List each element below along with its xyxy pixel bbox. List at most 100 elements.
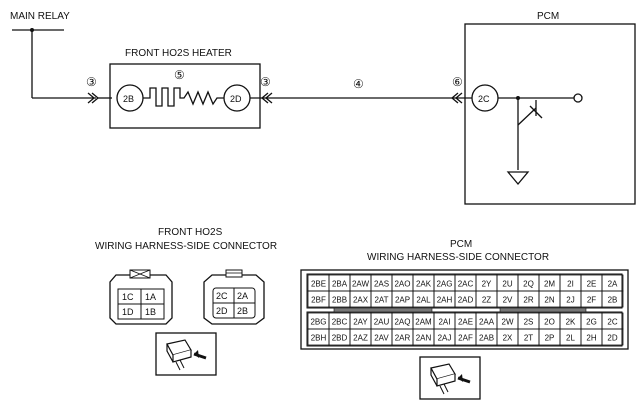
front-connector-right: 2C 2A 2D 2B [203, 269, 265, 325]
pcm-pin-label: 2AI [438, 318, 450, 327]
pcm-pin-label: 2AC [458, 280, 474, 289]
front-conn-title-2: WIRING HARNESS-SIDE CONNECTOR [95, 241, 277, 252]
callout-3-left: ③ [86, 75, 97, 89]
pcm-pin-label: 2AG [436, 280, 452, 289]
heater-box [109, 63, 261, 129]
main-relay-label: MAIN RELAY [10, 11, 70, 22]
pcm-pin-cell [601, 328, 624, 346]
pin-1c: 1C [122, 292, 134, 302]
pcm-pin-label: 2P [545, 334, 555, 343]
connector-symbol-pcm [450, 92, 463, 104]
pcm-pin-label: 2BG [310, 318, 326, 327]
pcm-pin-label: 2Y [482, 280, 492, 289]
callout-6: ⑥ [452, 75, 463, 89]
splice-dot [30, 28, 34, 32]
front-connector-left: 1C 1A 1D 1B [109, 269, 173, 325]
pcm-pin-cell [601, 290, 624, 308]
pcm-pin-label: 2N [544, 296, 554, 305]
pcm-title: PCM [537, 11, 559, 22]
pcm-pin-label: 2AN [416, 334, 432, 343]
pcm-pin-label: 2AU [374, 318, 390, 327]
heater-title: FRONT HO2S HEATER [125, 48, 232, 59]
pcm-pin-label: 2AZ [353, 334, 368, 343]
pcm-pin-label: 2AV [374, 334, 389, 343]
pcm-pin-label: 2BC [332, 318, 348, 327]
pcm-pin-label: 2E [587, 280, 597, 289]
terminal-2b-label: 2B [123, 94, 134, 104]
pcm-pin-label: 2B [608, 296, 618, 305]
pcm-pin-label: 2H [586, 334, 596, 343]
pcm-pin-label: 2AH [437, 296, 453, 305]
pcm-pin-label: 2AB [479, 334, 494, 343]
pcm-conn-title-2: WIRING HARNESS-SIDE CONNECTOR [367, 252, 549, 263]
pcm-pin-label: 2R [523, 296, 533, 305]
callout-3-mid: ③ [260, 75, 271, 89]
pcm-pin-label: 2AT [374, 296, 388, 305]
terminal-2c-label: 2C [478, 94, 490, 104]
pcm-pin-label: 2U [502, 280, 512, 289]
pcm-pin-label: 2AY [353, 318, 368, 327]
pcm-pin-label: 2AL [416, 296, 431, 305]
pcm-pin-label: 2W [502, 318, 514, 327]
pcm-view-indicator-icon [419, 356, 481, 400]
front-view-indicator-icon [155, 332, 217, 376]
pin-1d: 1D [122, 307, 134, 317]
pcm-pin-label: 2C [607, 318, 617, 327]
callout-4: ④ [353, 77, 364, 91]
pcm-terminal-open [573, 93, 583, 103]
pcm-pin-label: 2A [608, 280, 618, 289]
main-relay-wire [12, 29, 96, 99]
pcm-box [464, 23, 636, 205]
pcm-pin-label: 2J [566, 296, 574, 305]
pcm-conn-title-1: PCM [450, 239, 472, 250]
pcm-connector-key-right [499, 307, 587, 313]
pcm-pin-label: 2AP [395, 296, 410, 305]
pcm-pin-label: 2AE [458, 318, 473, 327]
pcm-pin-label: 2AX [353, 296, 369, 305]
pcm-pin-label: 2BD [332, 334, 348, 343]
pcm-pin-label: 2AO [394, 280, 410, 289]
pcm-pin-label: 2Q [523, 280, 534, 289]
connector-symbol-mid [260, 92, 273, 104]
pcm-pin-label: 2O [544, 318, 555, 327]
pcm-pin-label: 2X [503, 334, 513, 343]
pcm-pin-grid: 2BE 2BA 2AW 2AS 2AO 2AK 2AG 2AC 2Y 2U 2Q 2M 2I 2E 2A 2B… [307, 274, 624, 346]
pcm-pin-label: 2AR [395, 334, 411, 343]
pcm-pin-label: 2Z [482, 296, 491, 305]
pcm-connector-key-left [333, 307, 433, 313]
pcm-pin-label: 2BF [311, 296, 326, 305]
pin-2c: 2C [216, 291, 228, 301]
pcm-pin-label: 2L [566, 334, 575, 343]
pcm-pin-label: 2AD [458, 296, 474, 305]
terminal-2d-label: 2D [230, 94, 242, 104]
pcm-pin-label: 2M [544, 280, 555, 289]
pcm-pin-label: 2AF [458, 334, 473, 343]
pcm-pin-label: 2BB [332, 296, 347, 305]
pcm-pin-label: 2D [607, 334, 617, 343]
pcm-pin-label: 2BH [311, 334, 327, 343]
pcm-transistor-circuit [498, 97, 574, 186]
pcm-splice-dot [516, 96, 520, 100]
pcm-pin-label: 2BE [311, 280, 326, 289]
pcm-pin-label: 2V [503, 296, 513, 305]
pcm-pin-label: 2AS [374, 280, 389, 289]
pcm-pin-label: 2S [524, 318, 534, 327]
pcm-pin-label: 2BA [332, 280, 348, 289]
pcm-pin-label: 2AK [416, 280, 432, 289]
pcm-pin-label: 2AM [415, 318, 432, 327]
pcm-pin-label: 2F [587, 296, 596, 305]
pcm-pin-label: 2AA [479, 318, 495, 327]
pcm-pin-label: 2AW [352, 280, 369, 289]
pin-1a: 1A [145, 292, 156, 302]
pcm-pin-label: 2I [567, 280, 574, 289]
pin-1b: 1B [145, 307, 156, 317]
pcm-pin-label: 2T [524, 334, 533, 343]
pcm-pin-label: 2G [586, 318, 597, 327]
heater-element-symbol [143, 87, 224, 107]
pcm-pin-label: 2AJ [438, 334, 452, 343]
callout-5: ⑤ [174, 68, 185, 82]
pin-2a: 2A [237, 291, 248, 301]
pin-2d: 2D [216, 306, 228, 316]
pcm-pin-label: 2AQ [394, 318, 410, 327]
